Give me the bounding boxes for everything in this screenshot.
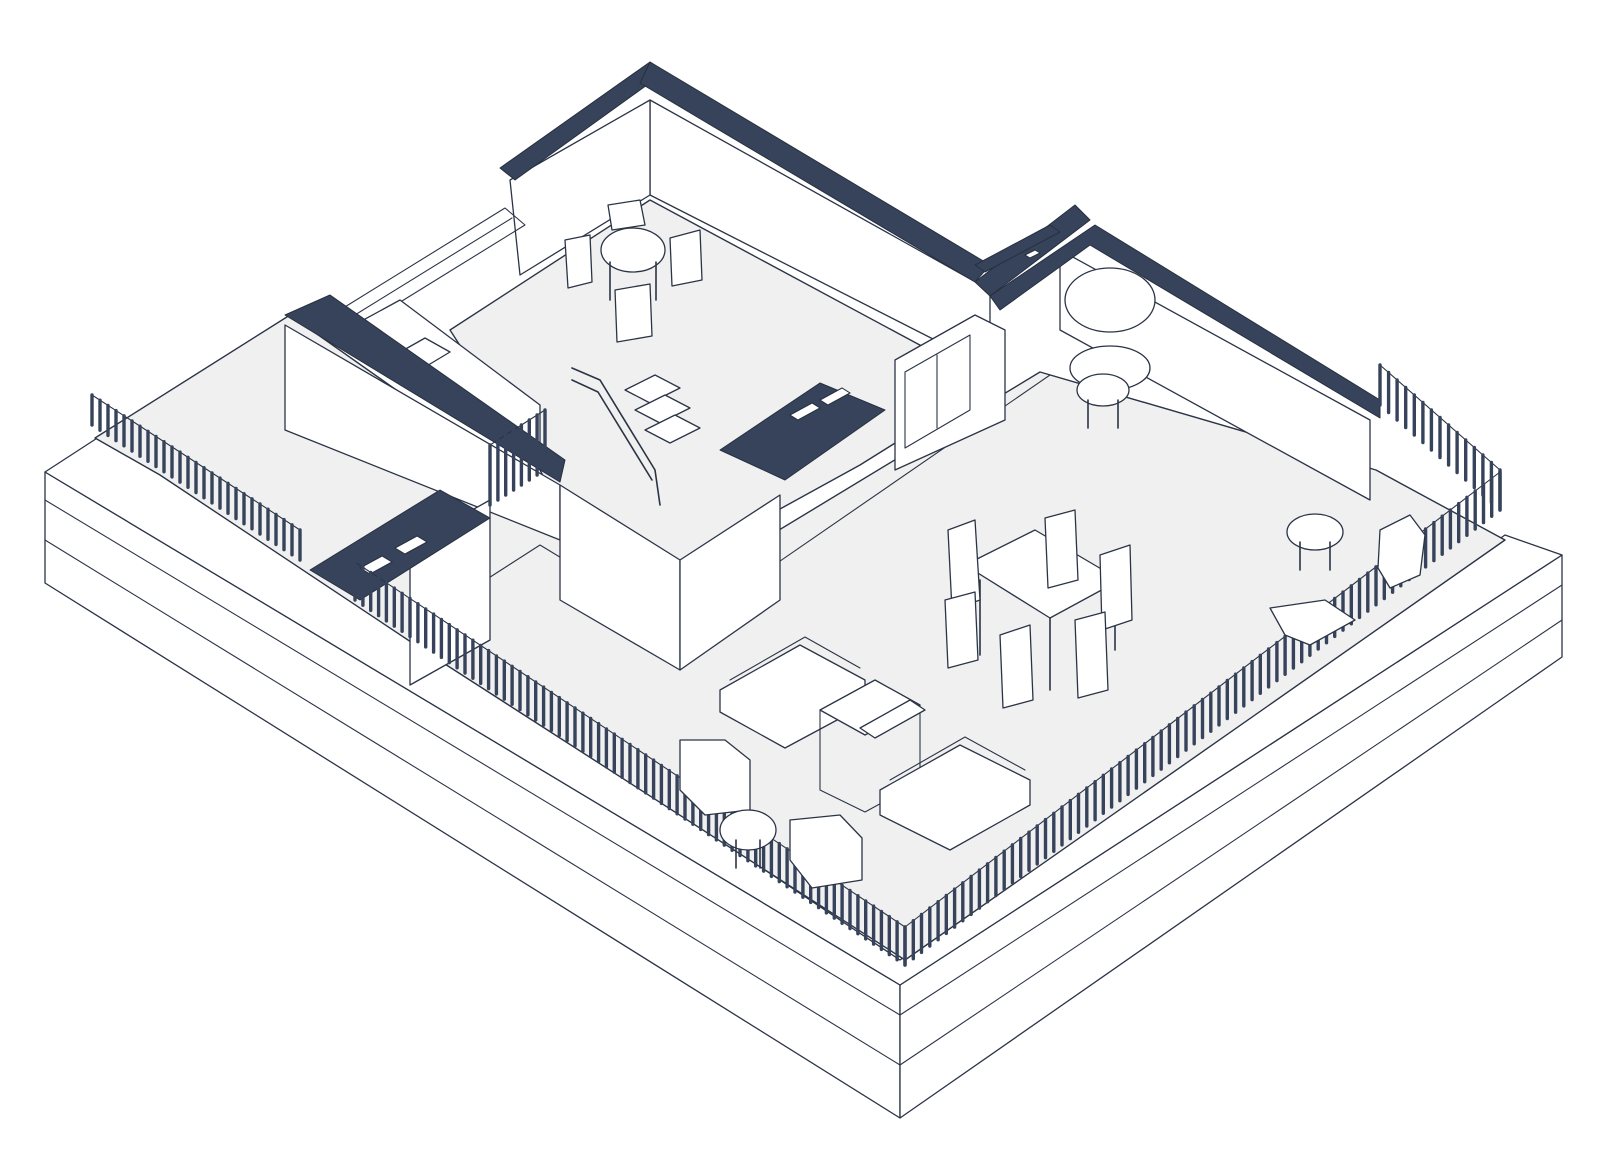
back-window-frame [339,207,526,331]
cap-opening-2 [819,387,851,406]
wall-cap-upper-right-b [989,224,1381,419]
sofa-right-back [889,736,1026,781]
back-window-frame-2 [349,217,513,319]
glazed-partition [894,314,1006,471]
cap-opening-4 [393,535,429,555]
stair-handrail [571,367,661,506]
armchair-bottom [789,814,863,889]
wall-cap-left-block [284,294,566,483]
stair-step-2 [634,394,691,424]
dining-chair [607,199,646,231]
interior-dining-set [564,199,703,343]
outdoor-chair [944,591,979,669]
outdoor-dining-set [944,509,1133,709]
cap-opening-5 [1023,249,1042,259]
lounge-set [679,636,1031,889]
sofa-right [879,744,1031,851]
furniture [564,199,1426,889]
sofa-left-back [729,636,861,681]
slab-band-line-left [44,499,901,1016]
stair-handrail-2 [571,379,653,481]
stair-parapet-right [679,494,781,671]
coffee-table-top [859,699,926,739]
terrace-round-table-top [1064,267,1156,429]
outdoor-chair [1099,544,1133,631]
round-dining-table [600,227,666,273]
corner-lounge-chair [1377,514,1426,589]
dining-chair [564,234,593,289]
corner-lounge-chair-2 [1269,599,1356,646]
dining-chair [669,229,703,287]
cap-opening-3 [358,555,394,575]
dining-chair [614,283,653,343]
slab-band-line-right-2 [899,619,1563,1066]
wall-cap-upper-right-small [974,224,1061,273]
outdoor-chair [1044,509,1079,589]
coffee-table-front [819,704,921,813]
outdoor-chair [1074,611,1109,699]
corner-round-table [1286,513,1344,551]
stair-step-3 [644,414,701,444]
back-wall-left-face [509,99,651,276]
outdoor-chair [947,519,981,611]
outdoor-chair [999,624,1034,709]
stair-step-1 [624,374,681,404]
round-table [1064,267,1156,333]
corner-seating [1269,513,1426,646]
slab-band-line-left-2 [44,539,901,1066]
cap-opening-1 [789,402,821,421]
sliding-door-frame [904,334,971,449]
staircase [571,367,701,506]
stool [1076,373,1130,407]
wall-cap-stair-right [719,382,886,481]
side-table [719,809,777,851]
slab-band-line-right [899,584,1563,1016]
